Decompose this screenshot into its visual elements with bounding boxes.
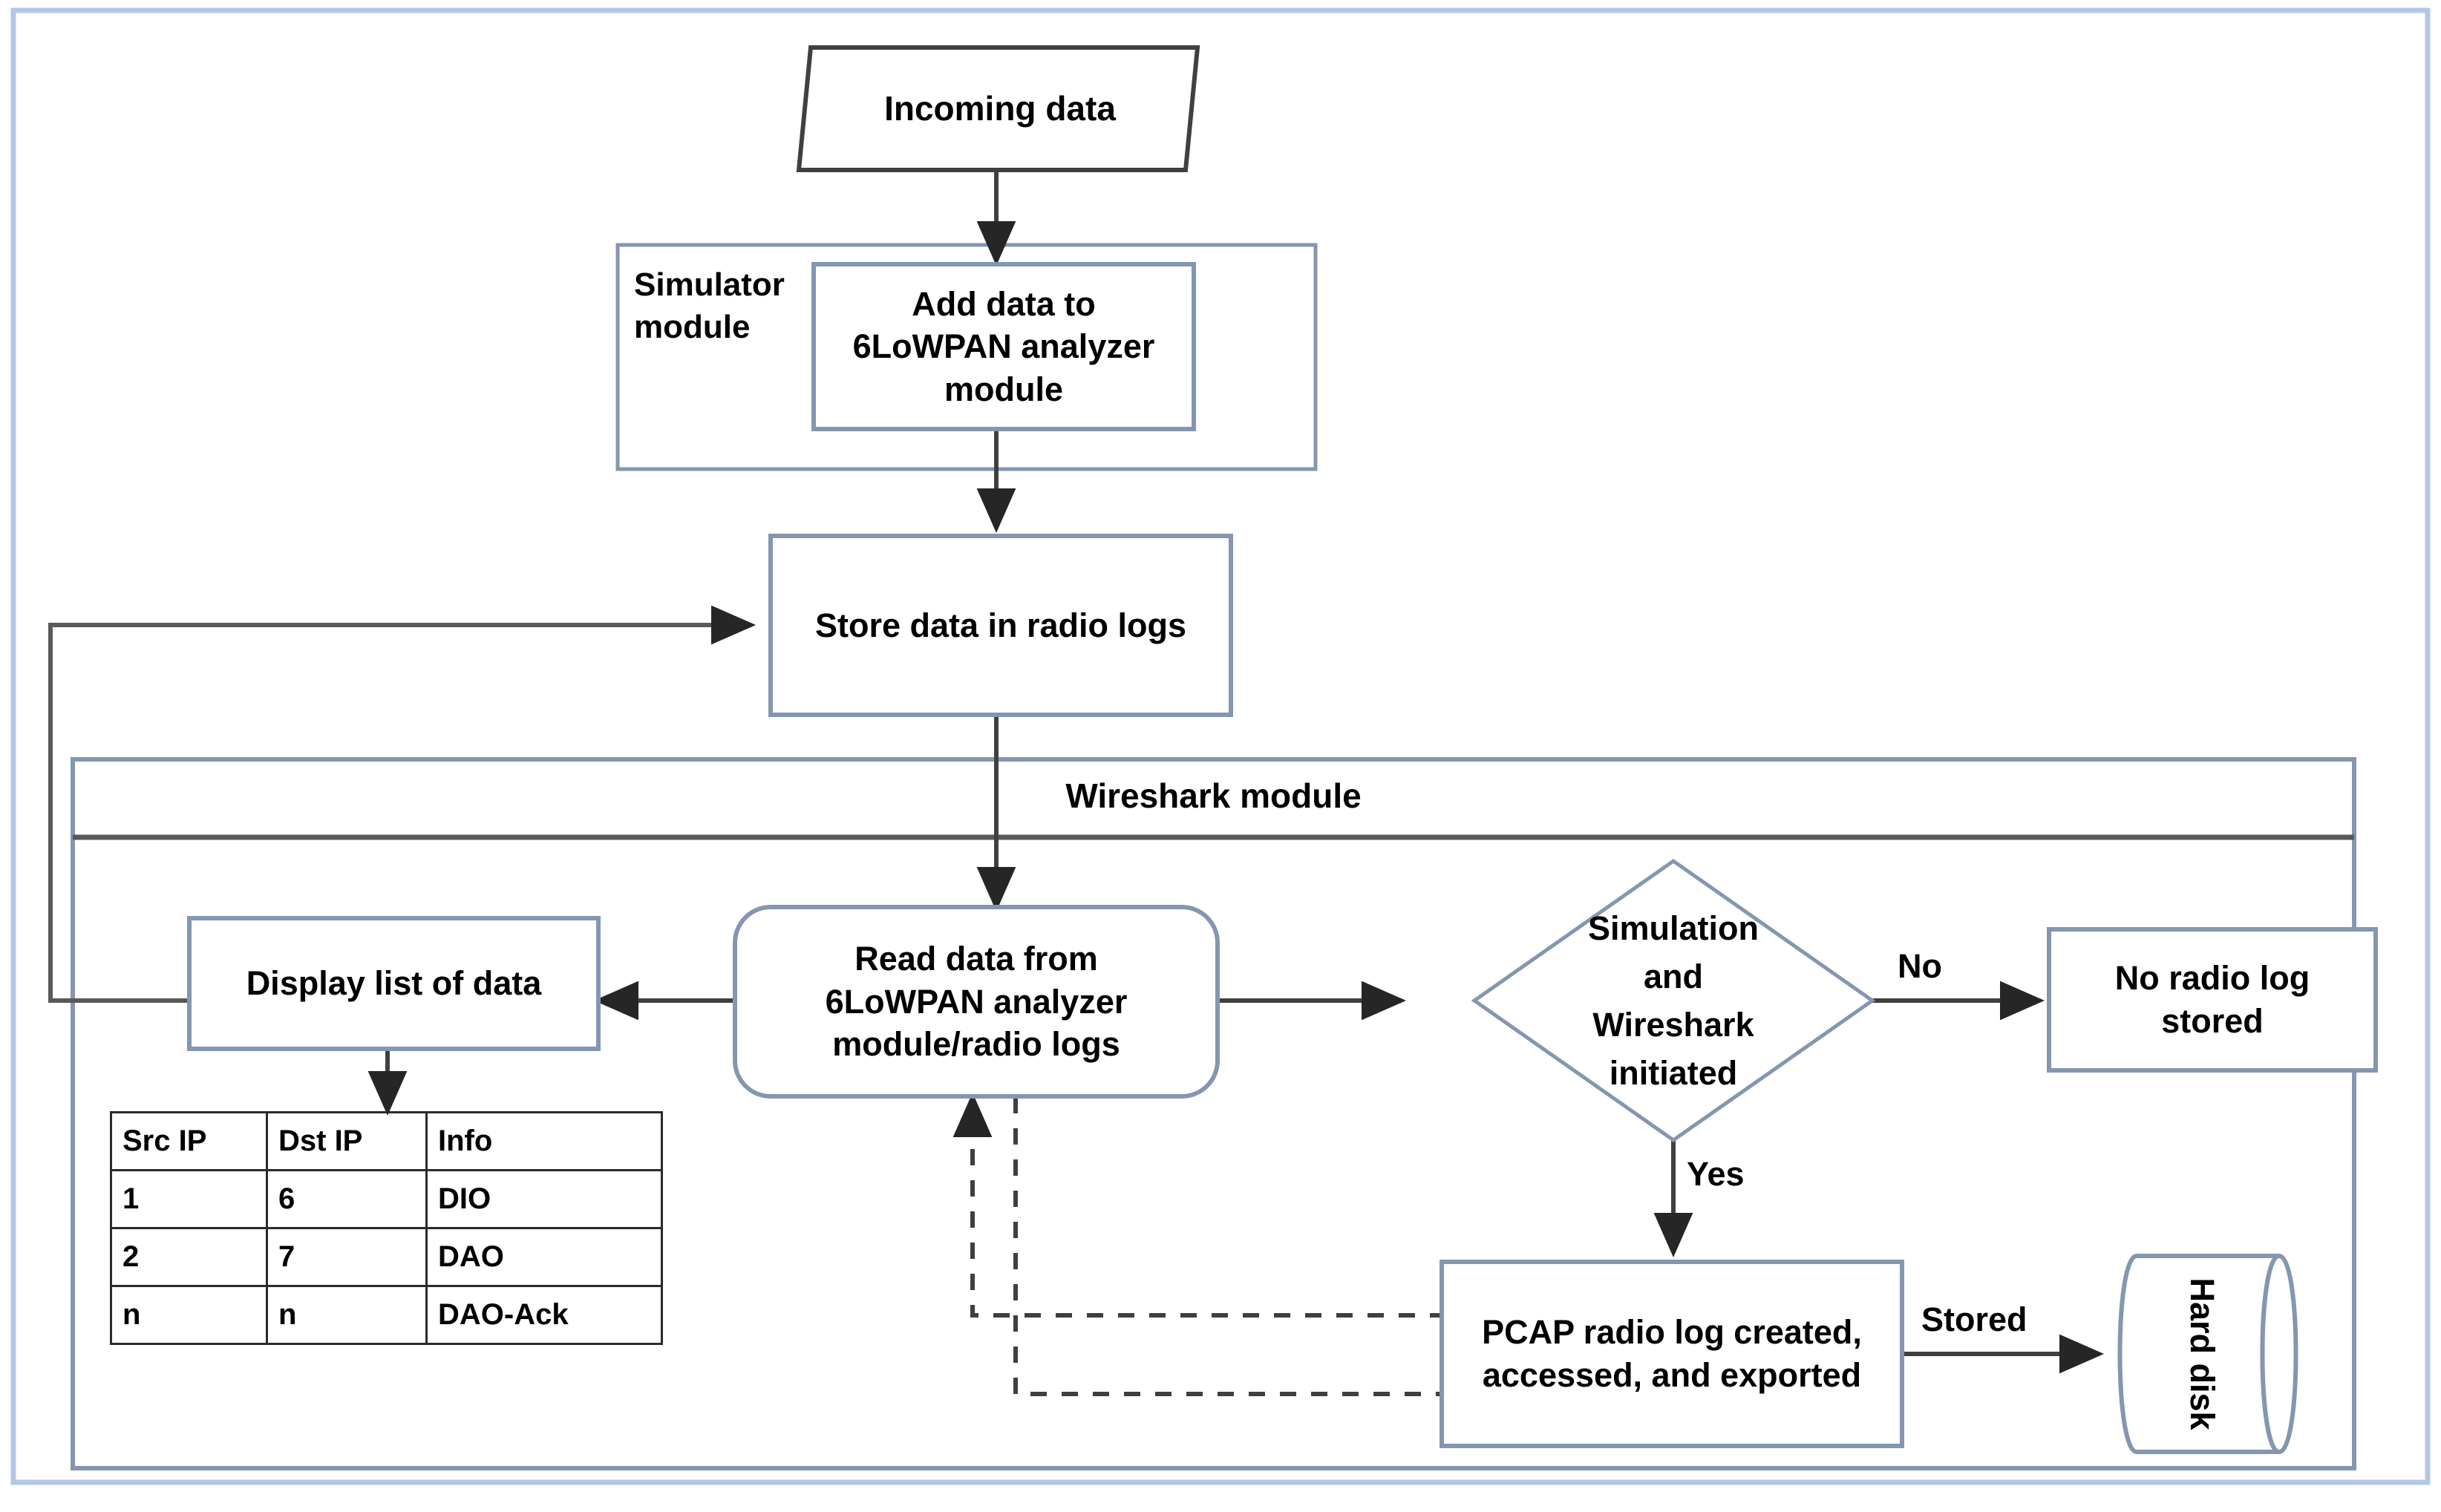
connector-pcap-dashed-to-read: [952, 1093, 1446, 1318]
table-cell-dst-ip: 7: [266, 1227, 428, 1287]
node-add-data[interactable]: [811, 262, 1196, 431]
table-header-row: Src IP Dst IP Info: [110, 1111, 663, 1171]
packet-table: Src IP Dst IP Info 1 6 DIO 2 7 DAO n n D…: [110, 1111, 663, 1345]
table-cell-dst-ip: n: [266, 1285, 428, 1345]
wireshark-module-title: Wireshark module: [1065, 776, 1362, 815]
table-row: 1 6 DIO: [110, 1169, 663, 1229]
page-border: [10, 7, 2431, 1485]
edge-label-stored: Stored: [1921, 1300, 2027, 1338]
table-header-info: Info: [425, 1111, 663, 1171]
edge-label-yes: Yes: [1687, 1155, 1745, 1193]
connector-read-dashed-to-pcap: [1013, 1097, 1446, 1396]
table-row: 2 7 DAO: [110, 1227, 663, 1287]
node-decision[interactable]: [1471, 858, 1876, 1143]
simulator-module-container: [615, 243, 1318, 471]
simulator-module-title: Simulator module: [634, 266, 785, 346]
edge-label-no: No: [1898, 947, 1942, 985]
table-cell-dst-ip: 6: [266, 1169, 428, 1229]
table-header-dst-ip: Dst IP: [266, 1111, 428, 1171]
node-no-radio-log[interactable]: [2047, 927, 2378, 1073]
node-incoming-data[interactable]: [796, 45, 1200, 172]
node-store-data[interactable]: [768, 534, 1233, 717]
table-row: n n DAO-Ack: [110, 1285, 663, 1345]
node-hard-disk[interactable]: [2117, 1253, 2298, 1455]
table-cell-src-ip: 2: [110, 1227, 268, 1287]
wireshark-module-container: [71, 757, 2356, 1470]
table-cell-src-ip: n: [110, 1285, 268, 1345]
table-cell-info: DAO: [425, 1227, 663, 1287]
table-cell-info: DIO: [425, 1169, 663, 1229]
table-cell-src-ip: 1: [110, 1169, 268, 1229]
connector-display-feedback-to-store: [48, 605, 756, 1003]
node-read-data[interactable]: [733, 905, 1220, 1099]
node-pcap[interactable]: [1440, 1260, 1904, 1448]
table-cell-info: DAO-Ack: [425, 1285, 663, 1345]
node-display-list[interactable]: [187, 916, 601, 1051]
table-header-src-ip: Src IP: [110, 1111, 268, 1171]
